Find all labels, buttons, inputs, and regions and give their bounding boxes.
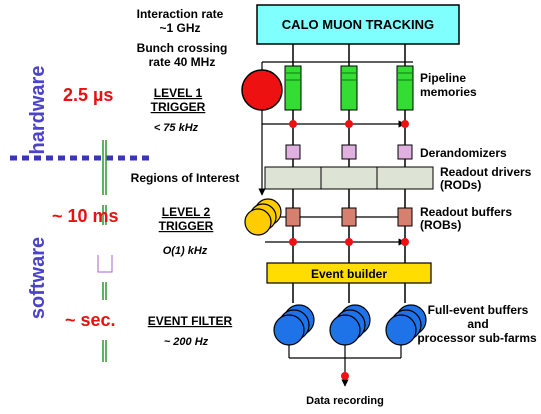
farm-to-recording-lines — [288, 345, 402, 387]
farm-label-line3: processor sub-farms — [417, 331, 537, 345]
derandomizers-label: Derandomizers — [420, 146, 507, 160]
level2-junction-dots — [289, 238, 409, 246]
readout-drivers — [264, 166, 434, 190]
level1-junction-dots — [289, 120, 409, 128]
data-recording-label: Data recording — [306, 395, 384, 407]
rod-to-rob-lines — [292, 189, 406, 208]
level2-rate: O(1) kHz — [163, 245, 208, 257]
detectors-box — [256, 4, 460, 45]
level2-connections — [265, 216, 406, 246]
pipeline-stripes — [285, 72, 413, 81]
bunch-crossing-line2: rate 40 MHz — [149, 55, 216, 69]
event-filter-rate: ~ 200 Hz — [164, 336, 209, 348]
level2-label-line2: TRIGGER — [159, 219, 214, 233]
bunch-crossing-line1: Bunch crossing — [137, 41, 228, 55]
software-label: software — [27, 237, 49, 319]
filter-latency: ~ sec. — [65, 310, 116, 330]
detectors-label: CALO MUON TRACKING — [282, 17, 434, 32]
rod-label-line2: (RODs) — [440, 178, 481, 192]
rod-label-line1: Readout drivers — [440, 165, 532, 179]
farm-label-line2: and — [467, 317, 488, 331]
level1-trigger-circle — [241, 69, 283, 111]
level1-label-line2: TRIGGER — [151, 100, 206, 114]
readout-buffers — [285, 207, 413, 227]
event-builder-label: Event builder — [311, 267, 387, 281]
event-filter-label: EVENT FILTER — [148, 314, 233, 328]
processor-farm-2 — [329, 304, 371, 346]
pipeline-label-line1: Pipeline — [420, 71, 466, 85]
level1-connections — [261, 61, 413, 128]
level2-latency: ~ 10 ms — [52, 206, 119, 226]
detector-readout-lines — [292, 44, 406, 66]
processor-farm-1 — [273, 304, 315, 346]
farm-label-line1: Full-event buffers — [428, 303, 529, 317]
rob-label-line1: Readout buffers — [420, 205, 512, 219]
timeline-marks — [102, 140, 107, 362]
pipeline-label-line2: memories — [420, 85, 477, 99]
hardware-label: hardware — [27, 66, 49, 155]
regions-of-interest-label: Regions of Interest — [131, 171, 240, 185]
level1-rate: < 75 kHz — [154, 122, 199, 134]
level2-trigger-circles — [244, 198, 282, 236]
level2-label-line1: LEVEL 2 — [162, 205, 211, 219]
level1-label-line1: LEVEL 1 — [154, 86, 203, 100]
derandomizer-to-rod-lines — [292, 159, 406, 167]
level1-latency: 2.5 µs — [63, 85, 113, 105]
interaction-rate-line2: ~1 GHz — [159, 21, 200, 35]
timeline-bracket — [97, 255, 113, 273]
rob-label-line2: (ROBs) — [420, 218, 461, 232]
recording-junction-dot — [341, 372, 349, 380]
builder-to-farm-lines — [292, 283, 406, 303]
pipeline-memories — [284, 65, 414, 111]
derandomizers — [285, 144, 413, 160]
interaction-rate-line1: Interaction rate — [137, 7, 224, 21]
